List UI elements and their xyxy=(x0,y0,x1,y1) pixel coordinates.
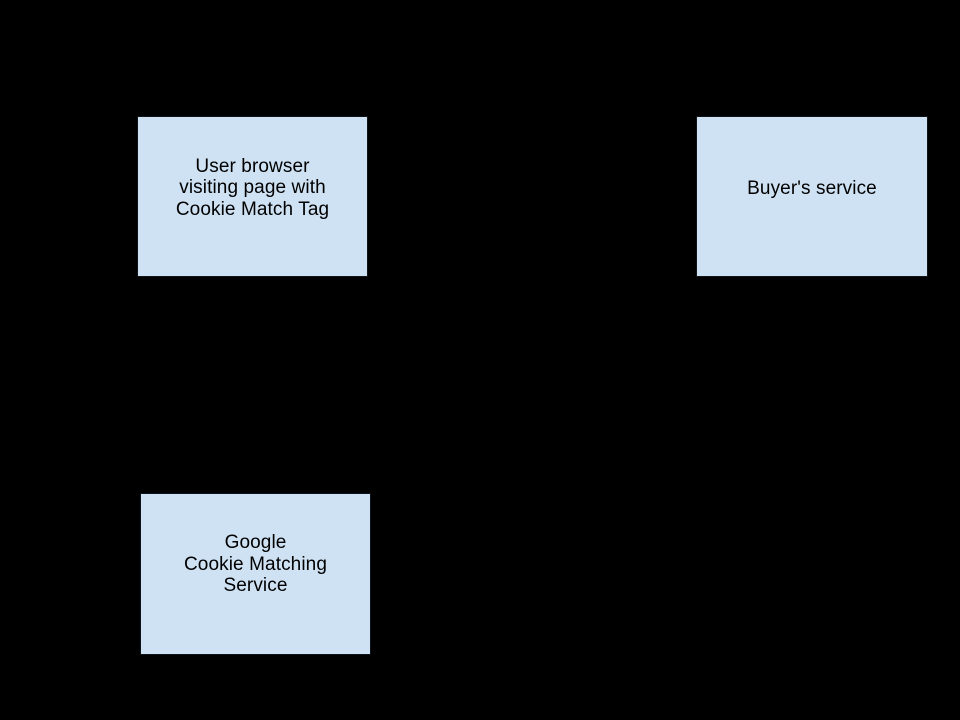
node-buyers-service: Buyer's service xyxy=(696,116,928,277)
node-google-cookie-matching-service-label: Google Cookie Matching Service xyxy=(183,532,328,597)
node-google-cookie-matching-service: Google Cookie Matching Service xyxy=(140,493,371,655)
node-buyers-service-label: Buyer's service xyxy=(747,178,877,200)
node-user-browser: User browser visiting page with Cookie M… xyxy=(137,116,368,277)
node-user-browser-label: User browser visiting page with Cookie M… xyxy=(175,155,330,220)
